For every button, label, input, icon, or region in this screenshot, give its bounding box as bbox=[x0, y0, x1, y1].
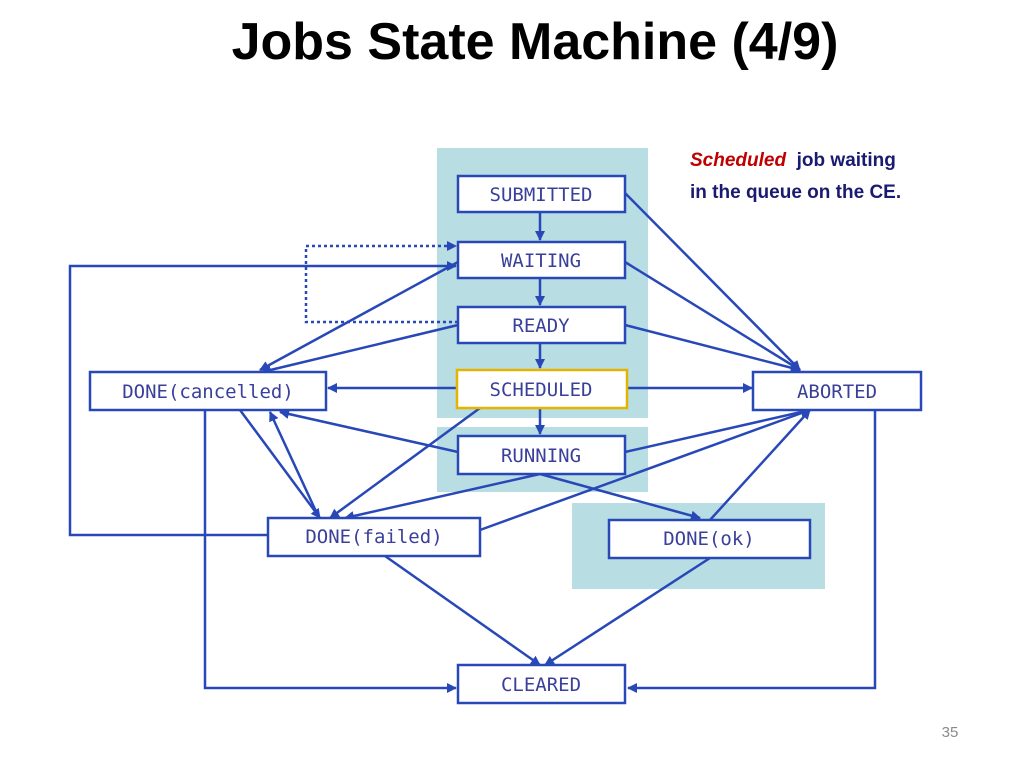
state-done-cancelled: DONE(cancelled) bbox=[88, 370, 328, 412]
page-number: 35 bbox=[941, 724, 959, 741]
note-line-1-text: job waiting bbox=[796, 150, 896, 171]
state-label: DONE(ok) bbox=[663, 528, 755, 550]
state-label: CLEARED bbox=[501, 674, 581, 696]
state-label: SUBMITTED bbox=[490, 184, 593, 206]
state-box bbox=[607, 518, 812, 560]
state-label: READY bbox=[512, 315, 570, 337]
state-cleared: CLEARED bbox=[456, 663, 627, 705]
arrow-failed-cleared bbox=[384, 554, 541, 667]
note-highlight-word: Scheduled bbox=[690, 150, 787, 171]
state-label: ABORTED bbox=[797, 381, 877, 403]
arrow-failed-aborted bbox=[479, 408, 811, 532]
state-label: RUNNING bbox=[501, 445, 581, 467]
arrow-waiting-aborted bbox=[624, 260, 801, 372]
transitions bbox=[68, 192, 877, 693]
state-ready: READY bbox=[456, 305, 627, 345]
state-box bbox=[456, 434, 627, 476]
note-line-1: Scheduled job waiting bbox=[690, 145, 1010, 177]
arrow-cancelled-cleared bbox=[203, 410, 457, 693]
state-description-note: Scheduled job waiting in the queue on th… bbox=[690, 145, 1010, 209]
state-done-failed: DONE(failed) bbox=[266, 516, 482, 558]
arrow-running-cancelled bbox=[279, 409, 459, 454]
state-box bbox=[456, 305, 627, 345]
state-box bbox=[751, 370, 923, 412]
state-box bbox=[456, 663, 627, 705]
note-line-2: in the queue on the CE. bbox=[690, 182, 902, 203]
state-aborted: ABORTED bbox=[751, 370, 923, 412]
state-label: DONE(failed) bbox=[305, 526, 442, 548]
arrow-ready-waiting-loop bbox=[304, 241, 458, 324]
state-box bbox=[456, 174, 627, 214]
state-box bbox=[266, 516, 482, 558]
arrow-ready-aborted bbox=[624, 323, 801, 373]
state-scheduled: SCHEDULED bbox=[455, 368, 629, 410]
state-label: SCHEDULED bbox=[490, 379, 593, 401]
state-box-highlighted bbox=[455, 368, 629, 410]
arrow-running-ok bbox=[539, 472, 701, 521]
state-label: DONE(cancelled) bbox=[122, 381, 294, 403]
state-running: RUNNING bbox=[456, 434, 627, 476]
slide-title: Jobs State Machine (4/9) bbox=[231, 13, 839, 71]
state-waiting: WAITING bbox=[456, 240, 627, 280]
state-box bbox=[456, 240, 627, 280]
arrow-waiting-cancelled bbox=[259, 260, 459, 372]
state-done-ok: DONE(ok) bbox=[607, 518, 812, 560]
state-submitted: SUBMITTED bbox=[456, 174, 627, 214]
states: SUBMITTED WAITING READY SCHEDULED RUNNIN… bbox=[88, 174, 923, 705]
arrow-running-aborted bbox=[624, 407, 811, 454]
arrow-aborted-cleared bbox=[627, 410, 877, 693]
state-box bbox=[88, 370, 328, 412]
arrow-scheduled-failed bbox=[329, 406, 481, 520]
arrow-failed-cancelled bbox=[268, 411, 322, 521]
arrow-failed-waiting-loop bbox=[68, 261, 457, 537]
arrow-ok-aborted bbox=[709, 409, 811, 521]
state-label: WAITING bbox=[501, 250, 581, 272]
arrow-submitted-aborted bbox=[624, 192, 801, 371]
arrow-ok-cleared bbox=[544, 556, 711, 667]
arrow-running-failed bbox=[344, 472, 541, 521]
arrow-cancelled-failed bbox=[238, 409, 322, 519]
arrow-ready-cancelled bbox=[261, 323, 459, 375]
